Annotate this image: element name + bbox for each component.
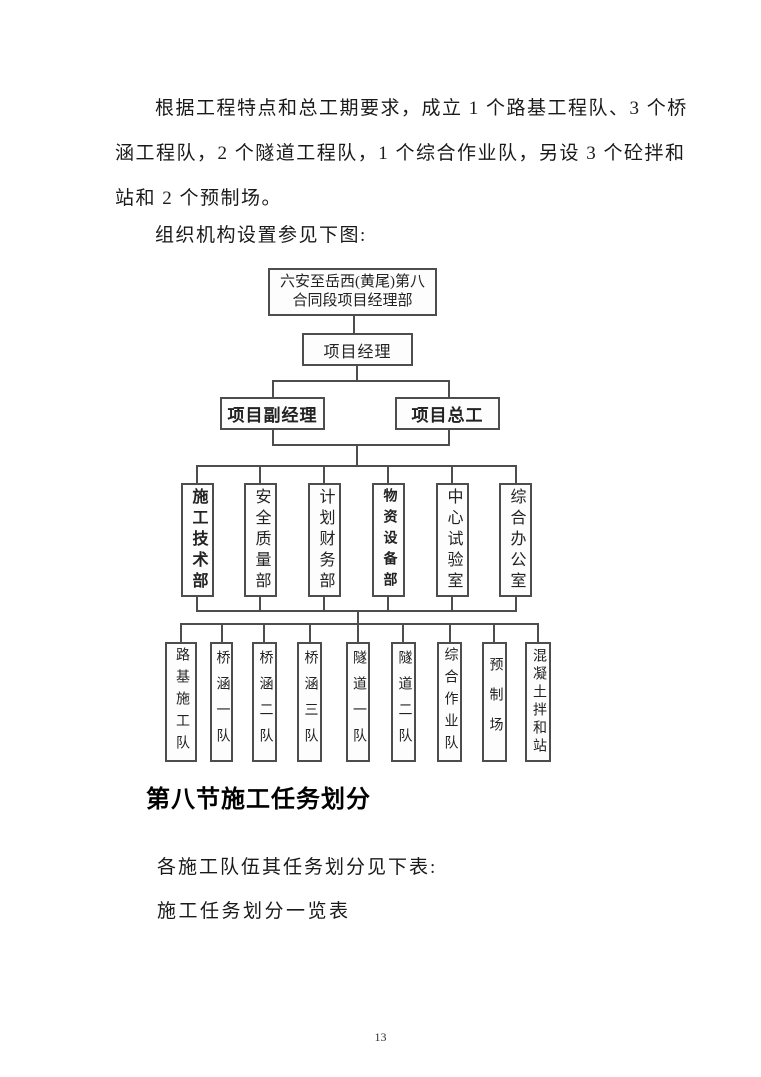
connector-line — [449, 623, 451, 642]
connector-line — [221, 623, 223, 642]
connector-line — [180, 623, 182, 642]
connector-line — [448, 380, 450, 397]
table-intro-line: 各施工队伍其任务划分见下表: — [157, 857, 438, 878]
paragraph-line: 根据工程特点和总工期要求，成立 1 个路基工程队、3 个桥 — [155, 98, 688, 119]
connector-line — [387, 465, 389, 483]
connector-line — [272, 430, 274, 446]
org-node-dept-central-lab: 中心试验室 — [436, 483, 469, 597]
connector-line — [515, 597, 517, 612]
connector-line — [451, 465, 453, 483]
connector-line — [197, 465, 517, 467]
connector-line — [356, 444, 358, 467]
org-node-team-tunnel2: 隧道二队 — [391, 642, 416, 762]
org-node-team-general-ops: 综合作业队 — [437, 642, 462, 762]
org-node-chief-engineer: 项目总工 — [395, 397, 500, 430]
connector-line — [272, 380, 274, 397]
org-node-root: 六安至岳西(黄尾)第八 合同段项目经理部 — [268, 268, 437, 316]
org-node-team-concrete-plant: 混凝土拌和站 — [525, 642, 551, 762]
connector-line — [357, 623, 359, 642]
connector-line — [272, 380, 450, 382]
org-node-root-line1: 六安至岳西(黄尾)第八 — [280, 274, 425, 290]
org-node-deputy-manager: 项目副经理 — [220, 397, 325, 430]
org-node-dept-plan-finance: 计划财务部 — [308, 483, 341, 597]
connector-line — [323, 465, 325, 483]
connector-line — [263, 623, 265, 642]
paragraph-line: 站和 2 个预制场。 — [115, 188, 283, 209]
connector-line — [357, 610, 359, 625]
org-node-team-tunnel1: 隧道一队 — [346, 642, 370, 762]
connector-line — [309, 623, 311, 642]
connector-line — [515, 465, 517, 483]
figure-caption: 组织机构设置参见下图: — [155, 225, 367, 246]
connector-line — [353, 316, 355, 333]
connector-line — [537, 623, 539, 642]
page-number: 13 — [374, 1030, 387, 1044]
connector-line — [451, 597, 453, 612]
connector-line — [196, 465, 198, 483]
connector-line — [323, 597, 325, 612]
connector-line — [180, 623, 539, 625]
connector-line — [356, 366, 358, 381]
org-node-team-precast-yard: 预制场 — [482, 642, 507, 762]
connector-line — [259, 597, 261, 612]
intro-paragraph: 根据工程特点和总工期要求，成立 1 个路基工程队、3 个桥 涵工程队，2 个隧道… — [115, 86, 688, 221]
connector-line — [272, 444, 450, 446]
org-node-dept-general-office: 综合办公室 — [499, 483, 532, 597]
paragraph-line: 涵工程队，2 个隧道工程队，1 个综合作业队，另设 3 个砼拌和 — [115, 143, 686, 164]
connector-line — [387, 597, 389, 612]
connector-line — [493, 623, 495, 642]
org-node-team-roadbed: 路基施工队 — [165, 642, 197, 762]
table-title-line: 施工任务划分一览表 — [157, 901, 351, 922]
section-heading: 第八节施工任务划分 — [146, 787, 371, 813]
org-node-root-line2: 合同段项目经理部 — [292, 293, 413, 309]
org-node-team-bridge1: 桥涵一队 — [210, 642, 233, 762]
connector-line — [196, 597, 198, 612]
connector-line — [448, 430, 450, 446]
org-node-team-bridge3: 桥涵三队 — [297, 642, 322, 762]
org-node-dept-material-equipment: 物资设备部 — [372, 483, 405, 597]
connector-line — [259, 465, 261, 483]
org-node-team-bridge2: 桥涵二队 — [252, 642, 277, 762]
connector-line — [196, 610, 517, 612]
org-node-project-manager: 项目经理 — [302, 333, 413, 366]
connector-line — [402, 623, 404, 642]
org-chart-figure: 六安至岳西(黄尾)第八 合同段项目经理部 项目经理 项目副经理 项目总工 施工技… — [165, 268, 551, 762]
org-node-dept-safety-quality: 安全质量部 — [244, 483, 277, 597]
org-node-dept-construction-tech: 施工技术部 — [181, 483, 214, 597]
